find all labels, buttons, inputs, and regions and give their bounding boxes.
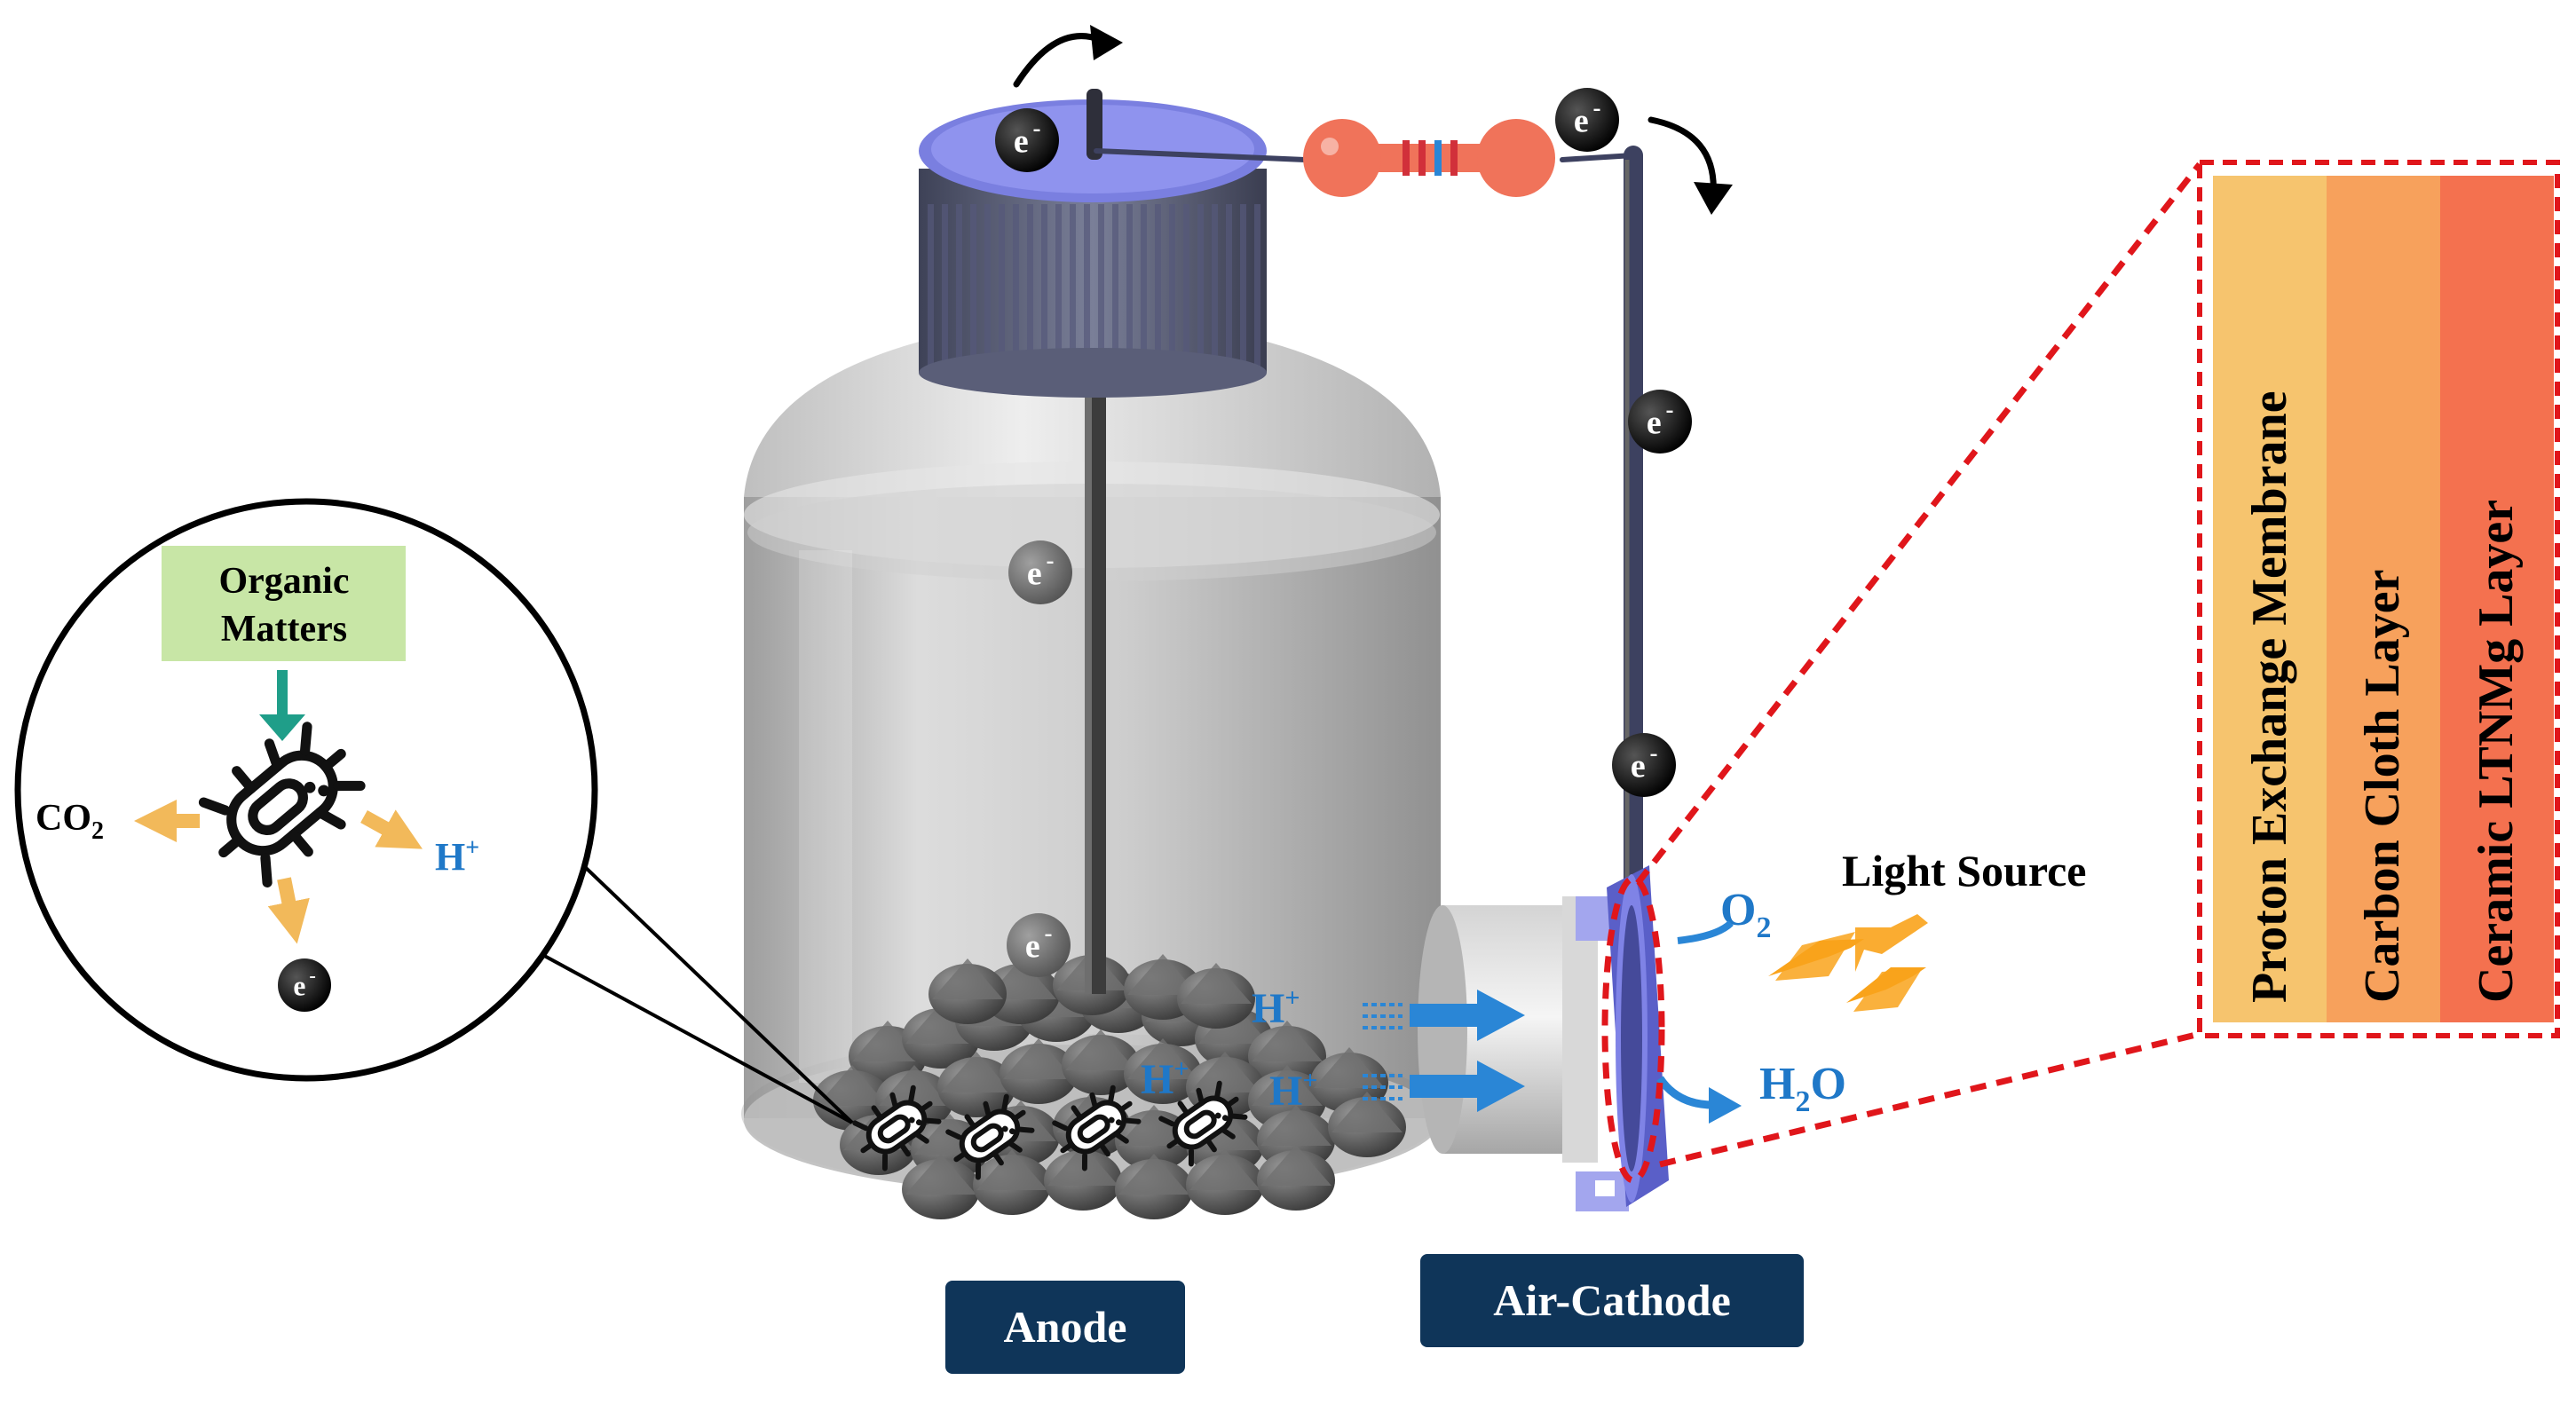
svg-text:-: - [1665, 397, 1673, 423]
pebble-tip [976, 1149, 1047, 1190]
pebble-tip [1127, 1038, 1198, 1079]
organic-matters-line1: Organic [219, 561, 350, 602]
proton-label-1: H+ [1252, 983, 1300, 1032]
pebble-tip [1181, 963, 1252, 1004]
curved-arrow-icon [1013, 33, 1104, 88]
air-cathode-label: Air-Cathode [1493, 1275, 1731, 1325]
anode-terminal [1087, 89, 1102, 160]
pebble-tip [1331, 1092, 1403, 1132]
pebble-tip [1189, 1149, 1260, 1190]
svg-text:e: e [1574, 103, 1589, 140]
electron-icon: e- [278, 958, 331, 1012]
proton-label-2: H+ [1141, 1054, 1189, 1103]
metabolic-product-arrows [134, 800, 423, 944]
electron-icon: e- [1007, 913, 1071, 977]
svg-text:-: - [309, 964, 316, 986]
water-label: H2O [1759, 1059, 1846, 1118]
oxygen-label: O2 [1720, 885, 1771, 944]
anode-label-box [945, 1281, 1185, 1374]
proton-label-3: H+ [1269, 1066, 1317, 1115]
cathode-highlight [1601, 162, 2202, 1184]
resistor-icon [1303, 119, 1555, 197]
granular-anode-pebbles [813, 950, 1406, 1219]
svg-text:e: e [293, 970, 305, 1001]
svg-text:e: e [1631, 748, 1646, 785]
electron-icon: e- [1628, 390, 1692, 454]
svg-text:-: - [1044, 920, 1052, 947]
pebble-tip [1118, 1105, 1189, 1146]
electron-icon: e- [1555, 88, 1619, 152]
curved-arrow-icon [1648, 116, 1717, 199]
proton-flow-arrows [1363, 990, 1525, 1112]
pebble-tip [1314, 1047, 1385, 1088]
lightning-bolt-icon [1768, 914, 1928, 1012]
proton-label-circle: H+ [435, 834, 479, 879]
co2-label: CO2 [36, 798, 104, 845]
svg-text:-: - [1592, 95, 1600, 122]
pebble-tip [852, 1021, 923, 1061]
light-source-label: Light Source [1842, 846, 2087, 895]
pebble-tip [1260, 1105, 1331, 1146]
pebble-tip [1260, 1145, 1331, 1186]
pebble-tip [817, 1065, 888, 1106]
layer-label-ceramic-ltnmg: Ceramic LTNMg Layer [2469, 500, 2524, 1003]
pebble-tip [1003, 1038, 1074, 1079]
zoom-lens [14, 498, 854, 1124]
svg-text:e: e [1014, 123, 1029, 161]
electron-icon: e- [1008, 540, 1072, 604]
svg-text:e: e [1027, 556, 1042, 593]
layer-label-carbon-cloth: Carbon Cloth Layer [2355, 570, 2410, 1003]
anode-label: Anode [1004, 1302, 1127, 1352]
svg-text:e: e [1025, 928, 1040, 966]
svg-text:-: - [1649, 740, 1657, 767]
pebble-tip [905, 1003, 976, 1044]
side-tube [1418, 896, 1598, 1163]
electron-icon: e- [1612, 733, 1676, 797]
organic-matters-line2: Matters [221, 609, 347, 650]
layer-ceramic-ltnmg [2440, 176, 2554, 1022]
organic-matters-box [162, 546, 406, 661]
pebble-tip [1127, 954, 1198, 995]
pebble-tip [1118, 1154, 1189, 1195]
pebble-tip [1189, 1052, 1260, 1092]
svg-text:-: - [1046, 548, 1054, 574]
layer-label-proton-exchange-membrane: Proton Exchange Membrane [2242, 390, 2297, 1003]
pebble-tip [932, 958, 1003, 999]
pebble-tip [1065, 1029, 1136, 1070]
pebble-tip [1252, 1021, 1323, 1061]
air-cathode-label-box [1420, 1254, 1804, 1347]
layer-proton-exchange-membrane [2213, 176, 2327, 1022]
electron-icon: e- [995, 108, 1059, 172]
pebble-tip [1252, 1065, 1323, 1106]
pebble-tip [941, 1052, 1012, 1092]
layer-carbon-cloth [2327, 176, 2440, 1022]
svg-text:e: e [1647, 405, 1662, 442]
pebble-tip [905, 1154, 976, 1195]
svg-text:-: - [1032, 115, 1040, 142]
layer-panel [2197, 160, 2560, 1038]
